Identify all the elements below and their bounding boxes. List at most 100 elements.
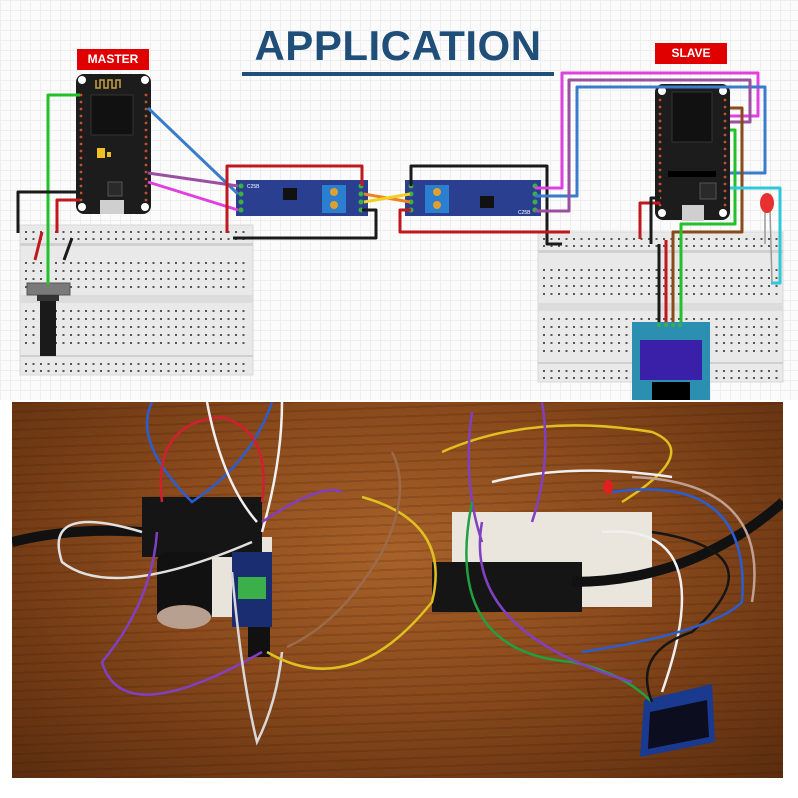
breadboard-hole xyxy=(190,334,192,336)
oled-display xyxy=(632,322,710,400)
breadboard-hole xyxy=(550,370,553,372)
breadboard-hole xyxy=(190,326,192,328)
header-pin xyxy=(658,119,662,123)
breadboard-hole xyxy=(618,370,620,372)
breadboard-hole xyxy=(745,238,748,240)
breadboard-hole xyxy=(730,245,733,247)
breadboard-hole xyxy=(137,370,140,372)
breadboard-hole xyxy=(730,285,733,287)
breadboard-hole xyxy=(212,286,215,288)
breadboard-hole xyxy=(122,270,125,272)
breadboard-hole xyxy=(32,318,35,320)
breadboard-hole xyxy=(775,377,778,379)
breadboard-hole xyxy=(723,245,725,247)
breadboard-hole xyxy=(678,285,680,287)
breadboard-hole xyxy=(663,238,665,240)
breadboard-hole xyxy=(160,342,162,344)
breadboard-hole xyxy=(595,334,598,336)
breadboard-hole xyxy=(122,262,125,264)
header-pin xyxy=(723,147,727,151)
breadboard-hole xyxy=(122,334,125,336)
breadboard-hole xyxy=(558,293,560,295)
header-pin xyxy=(658,105,662,109)
breadboard-hole xyxy=(723,318,725,320)
breadboard-hole xyxy=(633,285,635,287)
breadboard-hole xyxy=(242,318,245,320)
breadboard-hole xyxy=(625,245,628,247)
breadboard-hole xyxy=(167,342,170,344)
breadboard-hole xyxy=(565,277,568,279)
breadboard-hole xyxy=(625,342,628,344)
breadboard-hole xyxy=(595,370,598,372)
header-pin xyxy=(723,126,727,130)
breadboard-hole xyxy=(730,334,733,336)
breadboard-hole xyxy=(167,310,170,312)
breadboard-hole xyxy=(760,370,763,372)
breadboard-hole xyxy=(543,245,545,247)
breadboard-hole xyxy=(137,270,140,272)
breadboard-hole xyxy=(558,245,560,247)
breadboard-hole xyxy=(760,334,763,336)
breadboard-hole xyxy=(242,286,245,288)
breadboard-hole xyxy=(715,293,718,295)
breadboard-hole xyxy=(137,342,140,344)
breadboard-hole xyxy=(205,318,207,320)
header-pin xyxy=(144,170,148,174)
breadboard-hole xyxy=(550,318,553,320)
breadboard-hole xyxy=(558,350,560,352)
breadboard-hole xyxy=(40,370,42,372)
breadboard-hole xyxy=(715,350,718,352)
breadboard-hole xyxy=(220,270,222,272)
breadboard-hole xyxy=(220,310,222,312)
breadboard-hole xyxy=(220,342,222,344)
breadboard-hole xyxy=(565,377,568,379)
breadboard-hole xyxy=(100,278,102,280)
breadboard-hole xyxy=(167,326,170,328)
breadboard-hole xyxy=(182,310,185,312)
breadboard-hole xyxy=(70,370,72,372)
breadboard-hole xyxy=(715,238,718,240)
wire-black-master xyxy=(16,190,80,233)
breadboard-hole xyxy=(220,326,222,328)
breadboard-hole xyxy=(77,270,80,272)
breadboard-hole xyxy=(212,334,215,336)
breadboard-hole xyxy=(693,269,695,271)
breadboard-hole xyxy=(62,270,65,272)
breadboard-hole xyxy=(663,285,665,287)
breadboard-hole xyxy=(693,318,695,320)
breadboard-hole xyxy=(70,310,72,312)
breadboard-hole xyxy=(730,277,733,279)
breadboard-hole xyxy=(550,350,553,352)
breadboard-hole xyxy=(768,277,770,279)
breadboard-hole xyxy=(70,262,72,264)
breadboard-hole xyxy=(175,370,177,372)
breadboard-hole xyxy=(115,318,117,320)
photo-oled xyxy=(640,684,715,757)
breadboard-hole xyxy=(220,262,222,264)
breadboard-hole xyxy=(678,245,680,247)
breadboard-hole xyxy=(745,342,748,344)
breadboard-hole xyxy=(62,326,65,328)
breadboard-hole xyxy=(745,277,748,279)
breadboard-hole xyxy=(655,277,658,279)
header-pin xyxy=(723,175,727,179)
breadboard-hole xyxy=(753,350,755,352)
breadboard-hole xyxy=(678,318,680,320)
breadboard-hole xyxy=(182,326,185,328)
breadboard-hole xyxy=(197,238,200,240)
breadboard-hole xyxy=(580,318,583,320)
title-underline xyxy=(242,72,554,76)
breadboard-hole xyxy=(227,326,230,328)
breadboard-hole xyxy=(775,245,778,247)
breadboard-hole xyxy=(62,310,65,312)
breadboard-hole xyxy=(558,269,560,271)
breadboard-hole xyxy=(610,238,613,240)
breadboard-hole xyxy=(745,318,748,320)
breadboard-hole xyxy=(610,318,613,320)
breadboard-hole xyxy=(70,318,72,320)
header-pin xyxy=(79,184,83,188)
breadboard-hole xyxy=(588,293,590,295)
breadboard-hole xyxy=(70,286,72,288)
breadboard-hole xyxy=(242,342,245,344)
breadboard-hole xyxy=(227,286,230,288)
